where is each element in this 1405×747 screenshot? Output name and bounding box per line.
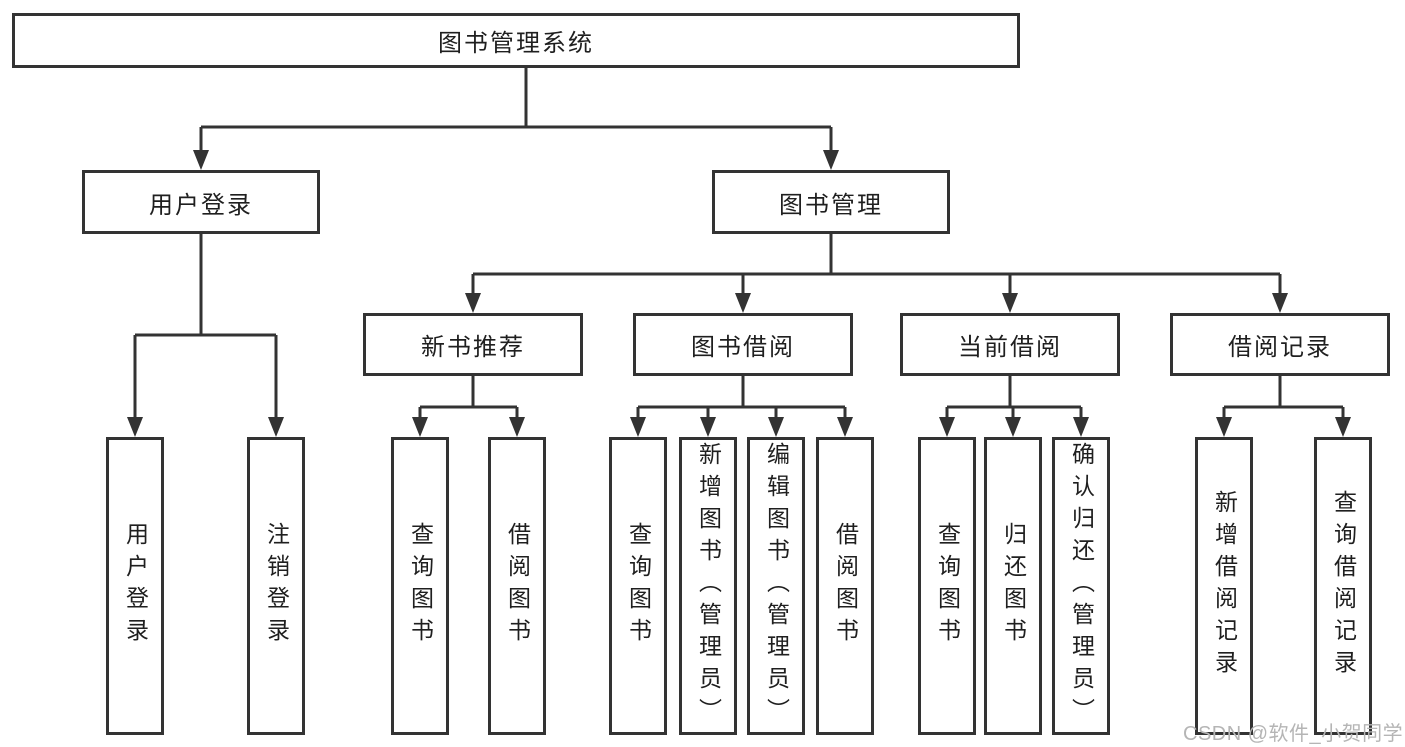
leaf-confirm-return-admin: 确认归还（管理员） <box>1052 437 1110 735</box>
node-label: 图书管理系统 <box>438 30 594 57</box>
leaf-label: 查询图书 <box>934 522 961 650</box>
node-library-management-system: 图书管理系统 <box>12 13 1020 68</box>
leaf-edit-book-admin: 编辑图书（管理员） <box>747 437 805 735</box>
leaf-query-books-borrow: 查询图书 <box>609 437 667 735</box>
connector-root-to-level2 <box>193 68 839 170</box>
leaf-query-books-recommend: 查询图书 <box>391 437 449 735</box>
leaf-label: 查询借阅记录 <box>1330 490 1357 682</box>
leaf-label: 新增借阅记录 <box>1211 490 1238 682</box>
leaf-label: 归还图书 <box>1000 522 1027 650</box>
leaf-borrow-books-recommend: 借阅图书 <box>488 437 546 735</box>
leaf-label: 借阅图书 <box>504 522 531 650</box>
connector-current-borrow-branch <box>939 376 1089 437</box>
leaf-return-book: 归还图书 <box>984 437 1042 735</box>
leaf-query-books-current: 查询图书 <box>918 437 976 735</box>
leaf-label: 查询图书 <box>407 522 434 650</box>
connector-borrow-records-branch <box>1216 376 1351 437</box>
leaf-label: 编辑图书（管理员） <box>763 442 790 730</box>
leaf-add-borrow-record: 新增借阅记录 <box>1195 437 1253 735</box>
leaf-label: 新增图书（管理员） <box>695 442 722 730</box>
leaf-label: 确认归还（管理员） <box>1068 442 1095 730</box>
leaf-query-borrow-record: 查询借阅记录 <box>1314 437 1372 735</box>
leaf-add-book-admin: 新增图书（管理员） <box>679 437 737 735</box>
node-current-borrow: 当前借阅 <box>900 313 1120 376</box>
leaf-label: 查询图书 <box>625 522 652 650</box>
node-label: 新书推荐 <box>421 334 525 361</box>
node-borrow-records: 借阅记录 <box>1170 313 1390 376</box>
leaf-label: 注销登录 <box>263 522 290 650</box>
node-label: 图书借阅 <box>691 334 795 361</box>
connector-new-book-recommend-branch <box>412 376 525 437</box>
node-new-book-recommend: 新书推荐 <box>363 313 583 376</box>
node-user-login: 用户登录 <box>82 170 320 234</box>
csdn-watermark: CSDN @软件_小贺同学 <box>1183 723 1404 745</box>
connector-book-borrow-branch <box>630 376 853 437</box>
node-label: 用户登录 <box>149 191 253 219</box>
node-label: 当前借阅 <box>958 334 1062 361</box>
leaf-label: 用户登录 <box>122 522 149 650</box>
node-book-management: 图书管理 <box>712 170 950 234</box>
connector-book-management-branch <box>465 234 1288 313</box>
node-label: 借阅记录 <box>1228 334 1332 361</box>
connector-user-login-branch <box>127 234 284 437</box>
leaf-label: 借阅图书 <box>832 522 859 650</box>
leaf-user-login: 用户登录 <box>106 437 164 735</box>
leaf-borrow-books: 借阅图书 <box>816 437 874 735</box>
leaf-logout: 注销登录 <box>247 437 305 735</box>
node-book-borrow: 图书借阅 <box>633 313 853 376</box>
node-label: 图书管理 <box>779 191 883 219</box>
